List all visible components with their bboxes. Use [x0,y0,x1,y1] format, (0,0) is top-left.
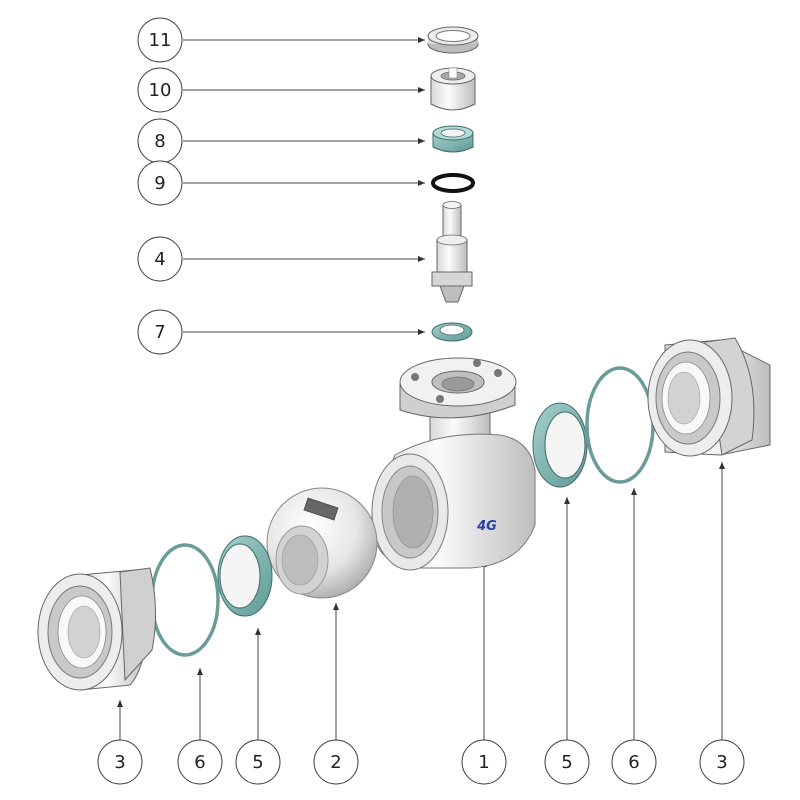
callout-label: 5 [252,752,263,773]
callout-8: 8 [137,118,183,164]
part-9-o-ring [431,173,475,193]
part-1-valve-body: 4G [371,357,536,571]
callouts: 11 10 8 9 4 7 3 6 [97,17,745,785]
part-10-gland-nut [430,67,476,111]
callout-label: 3 [716,752,727,773]
callout-label: 8 [154,131,165,152]
part-3-end-connector-right [647,337,771,457]
part-8-packing [432,125,474,153]
callout-9: 9 [137,160,183,206]
callout-label: 5 [561,752,572,773]
callout-3-right: 3 [699,739,745,785]
leader-lines [117,37,725,740]
part-2-ball [266,487,378,599]
part-4-stem [431,201,473,303]
callout-10: 10 [137,67,183,113]
callout-label: 6 [194,752,205,773]
part-5-seat-left [217,535,273,617]
callout-5-left: 5 [235,739,281,785]
callout-4: 4 [137,236,183,282]
callout-6-right: 6 [611,739,657,785]
part-6-o-ring-right [585,366,655,484]
part-5-seat-right [532,402,588,488]
callout-label: 7 [154,322,165,343]
callout-1: 1 [461,739,507,785]
callout-6-left: 6 [177,739,223,785]
callout-label: 2 [330,752,341,773]
callout-label: 11 [149,30,172,51]
callout-2: 2 [313,739,359,785]
part-3-end-connector-left [37,567,157,691]
callout-3-left: 3 [97,739,143,785]
callout-11: 11 [137,17,183,63]
callout-label: 10 [149,80,172,101]
brand-logo: 4G [476,519,497,534]
callout-label: 9 [154,173,165,194]
callout-label: 4 [154,249,165,270]
part-6-o-ring-left [150,543,220,657]
callout-label: 6 [628,752,639,773]
callout-7: 7 [137,309,183,355]
callout-label: 1 [478,752,489,773]
part-11-ring [427,26,479,54]
callout-5-right: 5 [544,739,590,785]
part-7-stem-seal [431,322,473,342]
callout-label: 3 [114,752,125,773]
